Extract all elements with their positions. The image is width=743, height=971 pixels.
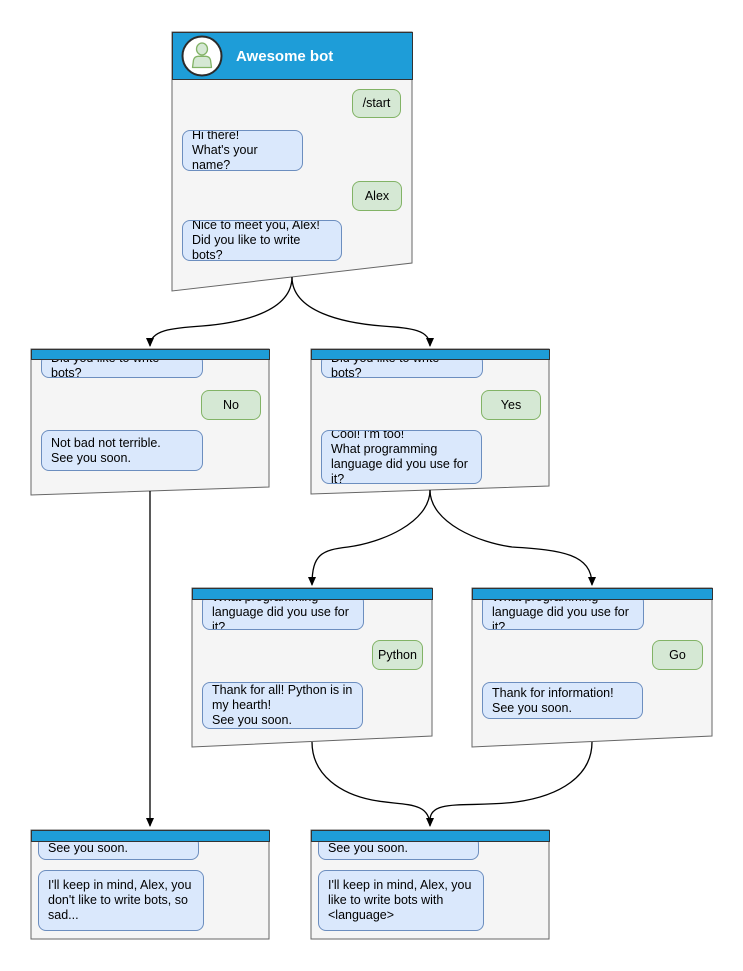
connector-python-to-end-yes xyxy=(311,741,434,827)
connector-branch-yes-to-python xyxy=(308,489,431,586)
bot-title: Awesome bot xyxy=(236,47,334,65)
connector-root-to-branch-yes xyxy=(291,276,434,347)
window-end-yes-header xyxy=(311,830,550,842)
window-branch-python-header xyxy=(192,588,433,600)
bot-message-bubble: Thank for all! Python is in my hearth! S… xyxy=(202,682,363,729)
bot-message-bubble: Not bad not terrible. See you soon. xyxy=(41,430,203,471)
user-message-bubble: No xyxy=(201,390,261,420)
user-message-bubble: Go xyxy=(652,640,703,670)
window-branch-no-header xyxy=(31,349,270,360)
user-message-bubble: Alex xyxy=(352,181,402,211)
window-end-no-header xyxy=(31,830,270,842)
user-message-bubble: Yes xyxy=(481,390,541,420)
bot-message-bubble: Hi there! What's your name? xyxy=(182,130,303,171)
bot-message-bubble: Nice to meet you, Alex! Did you like to … xyxy=(182,220,342,261)
user-avatar-icon xyxy=(181,35,223,77)
user-message-bubble: Python xyxy=(372,640,423,670)
connector-root-to-branch-no xyxy=(146,276,293,347)
window-root-header: Awesome bot xyxy=(172,32,413,80)
bot-message-bubble: I'll keep in mind, Alex, you don't like … xyxy=(38,870,204,931)
bot-message-bubble: I'll keep in mind, Alex, you like to wri… xyxy=(318,870,484,931)
connector-go-to-end-yes xyxy=(429,741,593,821)
bot-message-bubble: Cool! I'm too! What programming language… xyxy=(321,430,482,484)
connector-branch-yes-to-go xyxy=(429,489,596,586)
user-message-bubble: /start xyxy=(352,89,401,118)
window-branch-yes-header xyxy=(311,349,550,360)
bot-message-bubble: Thank for information! See you soon. xyxy=(482,682,643,719)
window-branch-go-header xyxy=(472,588,713,600)
